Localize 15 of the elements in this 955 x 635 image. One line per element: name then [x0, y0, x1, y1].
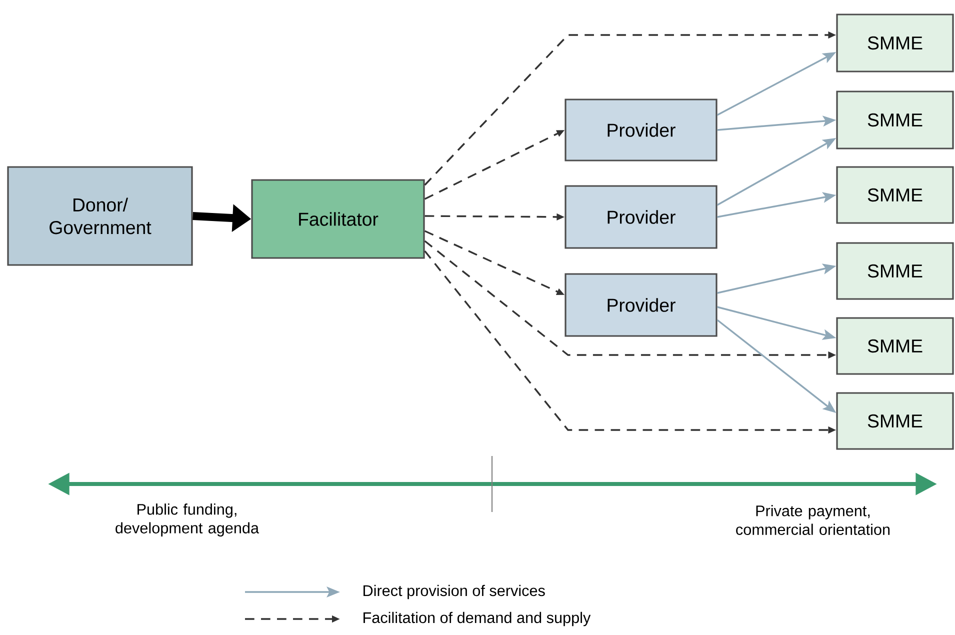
axis-label: Private payment, commercial orientation: [736, 505, 890, 535]
smme-box: SMME: [836, 90, 954, 150]
smme-box: SMME: [836, 14, 954, 72]
facilitator-box: Facilitator: [251, 179, 425, 259]
smme-box: SMME: [836, 242, 954, 300]
source-box: Donor/ Government: [7, 166, 193, 266]
provider-box: Provider: [564, 185, 718, 249]
legend-text: Direct provision of services: [364, 584, 545, 600]
smme-box: SMME: [836, 317, 954, 375]
provider-box: Provider: [564, 98, 718, 162]
axis-label: Public funding, development agenda: [116, 504, 260, 536]
legend-text: Facilitation of demand and supply: [364, 612, 591, 626]
smme-box: SMME: [836, 166, 954, 224]
provider-box: Provider: [564, 273, 718, 337]
smme-box: SMME: [836, 392, 954, 450]
